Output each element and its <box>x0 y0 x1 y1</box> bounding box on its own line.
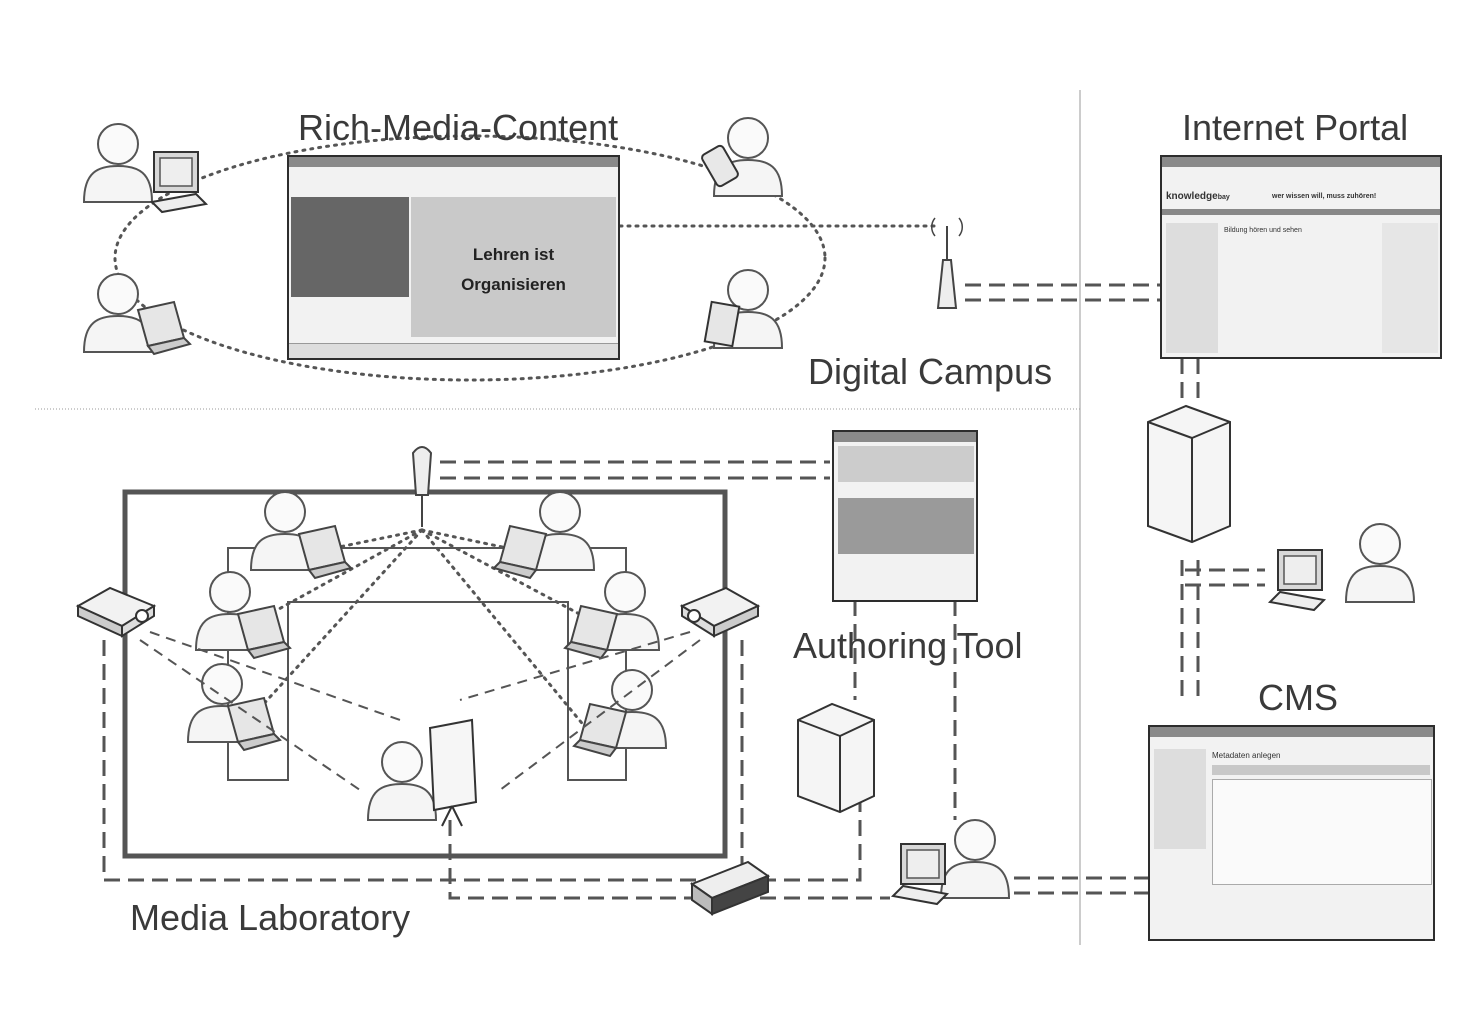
slide-area <box>411 197 616 337</box>
wifi-access-point-icon <box>411 446 433 527</box>
student-laptop-icon <box>564 571 660 659</box>
teacher-icon <box>367 741 437 821</box>
server-icon <box>1147 404 1231 544</box>
rich-media-player: Lehren ist Organisieren <box>287 155 620 360</box>
user-phone-icon <box>701 117 783 197</box>
antenna-icon <box>931 217 963 309</box>
portal-brand: knowledge <box>1166 191 1218 202</box>
flipchart-icon <box>428 718 478 827</box>
label-media-laboratory: Media Laboratory <box>130 897 411 938</box>
authoring-tool-screen <box>832 430 978 602</box>
server-icon <box>797 702 875 814</box>
user-desktop-icon <box>83 123 207 213</box>
label-digital-campus: Digital Campus <box>808 351 1053 392</box>
user-desktop-icon <box>1269 523 1415 611</box>
student-laptop-icon <box>573 669 667 757</box>
projector-icon <box>679 586 761 638</box>
network-switch-icon <box>689 860 771 916</box>
cms-screen: Metadaten anlegen <box>1148 725 1435 941</box>
portal-slogan: wer wissen will, muss zuhören! <box>1272 193 1377 200</box>
projector-icon <box>75 586 157 638</box>
label-internet-portal: Internet Portal <box>1182 107 1409 148</box>
label-cms: CMS <box>1258 677 1338 718</box>
player-controls <box>289 343 618 358</box>
label-rich-media: Rich-Media-Content <box>298 107 619 148</box>
user-laptop-icon <box>83 273 191 355</box>
campus-ring <box>113 134 827 382</box>
cms-heading: Metadaten anlegen <box>1212 751 1281 760</box>
internet-portal-screen: knowledgebay wer wissen will, muss zuhör… <box>1160 155 1442 359</box>
portal-heading: Bildung hören und sehen <box>1224 227 1302 234</box>
lab-desk <box>227 547 627 781</box>
video-frame <box>291 197 409 297</box>
slide-line-1: Lehren ist <box>472 245 555 264</box>
student-laptop-icon <box>187 663 281 751</box>
student-laptop-icon <box>493 491 595 579</box>
portal-brand-sub: bay <box>1217 194 1230 201</box>
label-authoring-tool: Authoring Tool <box>793 625 1023 666</box>
user-tablet-icon <box>703 269 783 349</box>
student-laptop-icon <box>250 491 352 579</box>
slide-line-2: Organisieren <box>461 275 566 294</box>
student-laptop-icon <box>195 571 291 659</box>
user-desktop-icon <box>892 819 1010 905</box>
